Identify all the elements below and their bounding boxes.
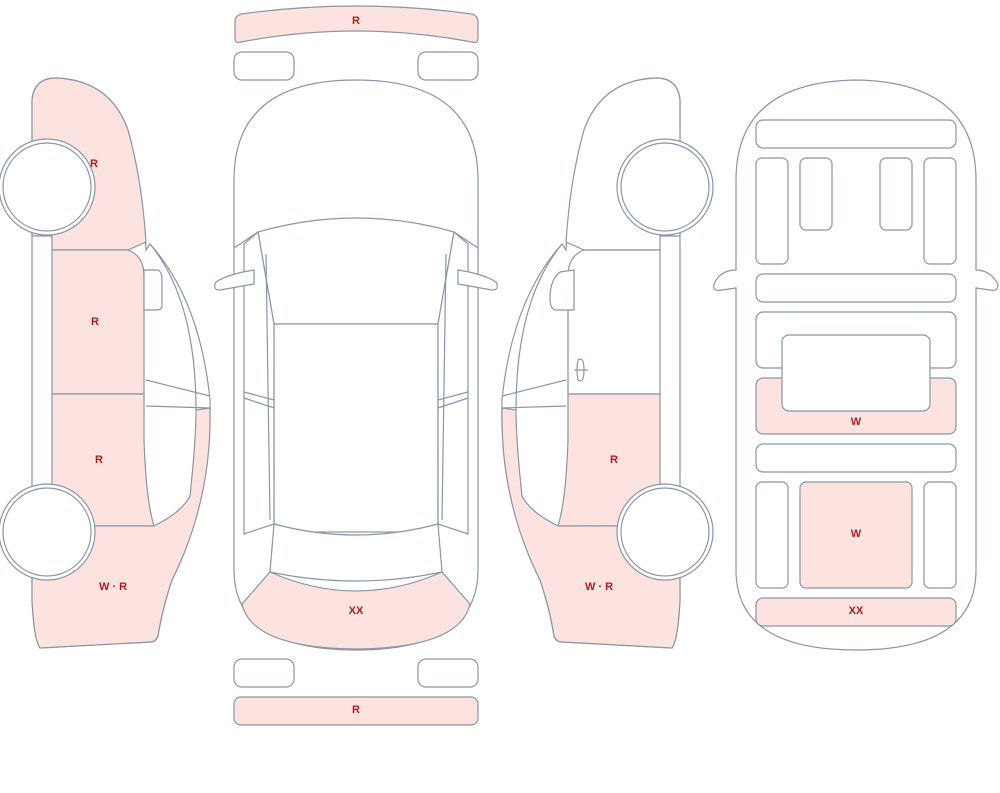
right-side-view: R W · R [501,77,714,649]
right-a-pillar [515,243,563,411]
left-front-door[interactable] [51,249,145,395]
left-rear-quarter-mark: W · R [99,581,127,593]
rear-seat-left[interactable] [755,481,789,589]
left-rear-wheel [2,487,92,577]
rear-bumper[interactable] [233,696,479,726]
trunk-lid-mark: XX [349,605,364,617]
mirror-left [214,269,255,291]
left-a-pillar [149,243,197,411]
front-seat-right-outer[interactable] [923,157,957,265]
front-seat-right-inner[interactable] [879,157,913,231]
headlight-left [233,51,295,81]
rear-panel[interactable] [755,597,957,627]
dashboard-panel[interactable] [755,119,957,149]
headlight-right [417,51,479,81]
right-rear-quarter[interactable] [501,407,681,649]
left-front-wheel [2,142,92,232]
right-pillar-line [437,391,469,409]
right-rear-quarter-mark: W · R [585,581,613,593]
top-view-windshield [257,217,455,325]
rear-panel-mark: XX [849,605,864,617]
right-rear-wheel [620,487,710,577]
taillight-right [417,658,479,688]
front-seat-left-inner[interactable] [799,157,833,231]
front-bumper-group: R [233,5,479,81]
rear-bumper-group: R [233,658,479,726]
rear-seat-right[interactable] [923,481,957,589]
front-bumper[interactable] [234,5,479,44]
right-rear-door-mark: R [610,454,618,466]
rear-cross-member[interactable] [755,443,957,473]
left-rear-door-mark: R [95,454,103,466]
top-view: XX [214,79,498,651]
left-mirror [143,269,163,311]
right-sill-line [441,253,447,521]
right-front-wheel [620,142,710,232]
left-front-door-mark: R [91,316,99,328]
right-window-line [501,379,567,409]
trunk-lid[interactable] [241,571,471,650]
taillight-left [233,658,295,688]
top-view-roof [273,323,439,533]
right-front-door[interactable] [567,249,661,395]
rear-floor[interactable] [799,481,913,589]
left-rear-quarter[interactable] [31,407,211,649]
center-console[interactable] [781,334,931,412]
left-pillar-line [243,391,275,409]
center-cross-member[interactable] [755,273,957,303]
rear-bumper-mark: R [352,704,360,716]
left-side-view: R R R W · R [0,77,211,649]
left-front-fender-mark: R [90,158,98,170]
left-window-line [145,379,211,409]
center-cross-panel-mark: W [851,416,862,428]
interior-view: W W XX [713,79,999,651]
mirror-right [457,269,498,291]
front-seat-left-outer[interactable] [755,157,789,265]
front-bumper-mark: R [352,15,360,27]
right-mirror [549,269,575,311]
left-sill-line [265,253,271,521]
rear-floor-mark: W [851,528,862,540]
